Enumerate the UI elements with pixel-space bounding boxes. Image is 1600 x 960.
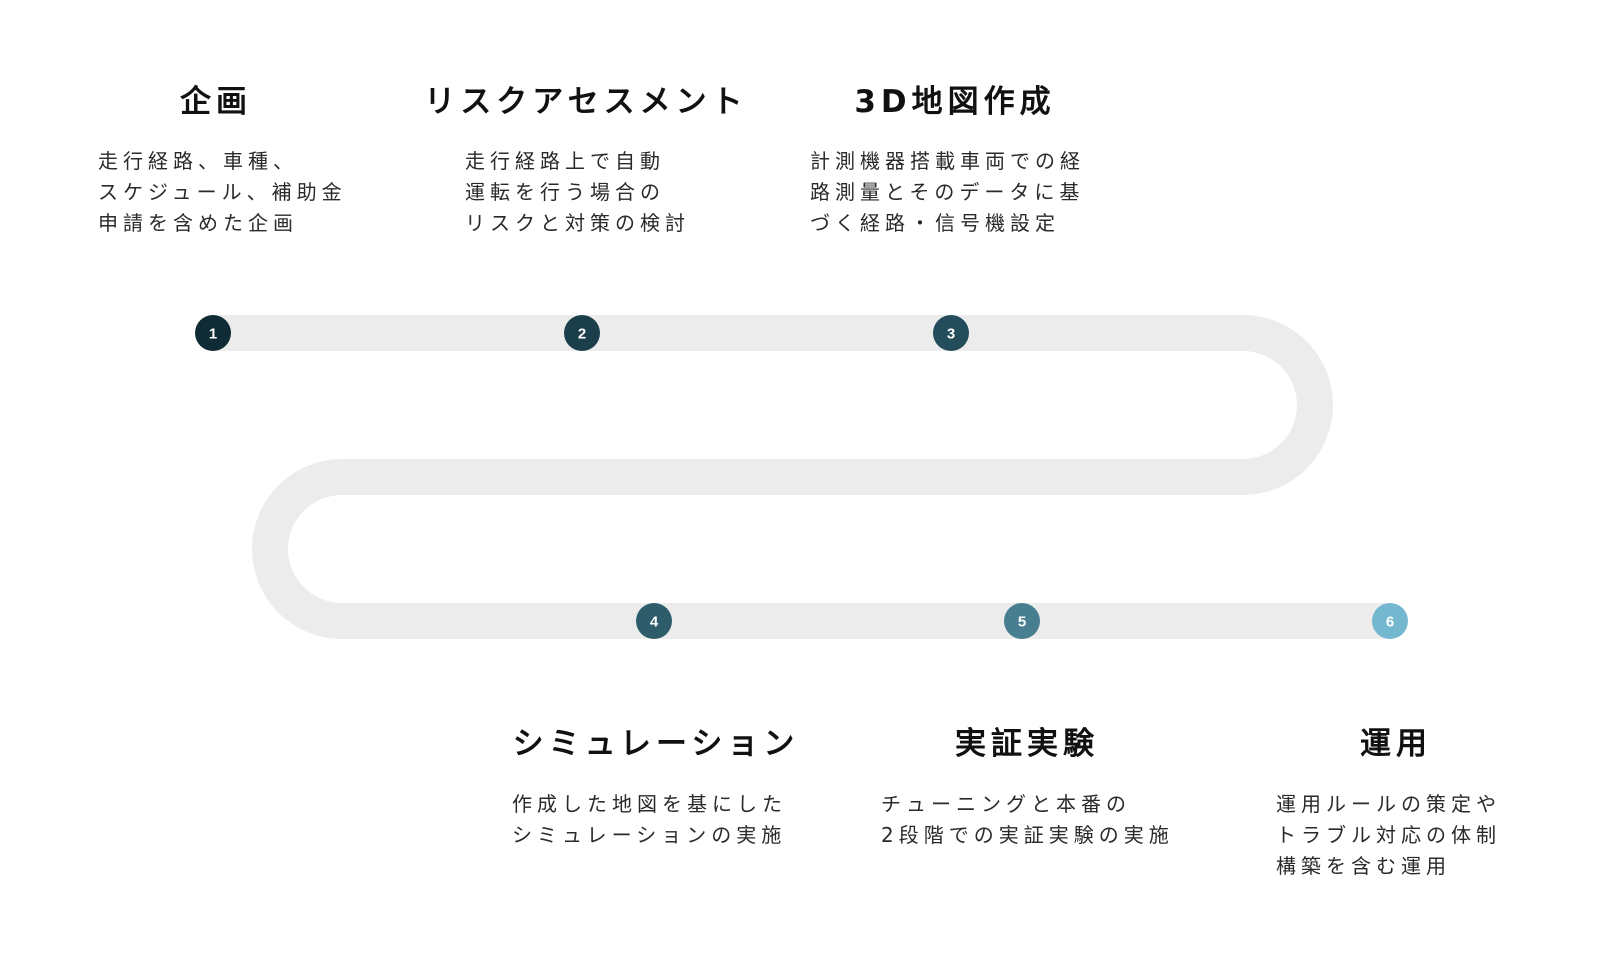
step-6-description: 運用ルールの策定や トラブル対応の体制 構築を含む運用	[1276, 789, 1501, 882]
step-4-title: シミュレーション	[512, 726, 800, 762]
step-node-4: 4	[636, 603, 672, 639]
step-3-desc-line: 計測機器搭載車両での経	[810, 149, 1085, 173]
step-4-desc-line: シミュレーションの実施	[512, 823, 787, 847]
step-node-3-circle	[933, 315, 969, 351]
step-node-6-circle	[1372, 603, 1408, 639]
step-5-description: チューニングと本番の 2段階での実証実験の実施	[881, 789, 1174, 851]
step-6-desc-line: 運用ルールの策定や	[1276, 792, 1501, 816]
step-node-5-circle	[1004, 603, 1040, 639]
step-2-desc-line: 運転を行う場合の	[465, 180, 665, 204]
winding-road	[195, 315, 1406, 639]
step-number-4: 4	[650, 614, 659, 631]
step-2-description: 走行経路上で自動 運転を行う場合の リスクと対策の検討	[465, 146, 690, 239]
step-node-1: 1	[195, 315, 231, 351]
step-number-3: 3	[947, 326, 955, 343]
step-5-desc-line: チューニングと本番の	[881, 792, 1131, 816]
step-3-title: 3D地図作成	[854, 84, 1056, 120]
step-2-desc-line: 走行経路上で自動	[465, 149, 665, 173]
step-2-title: リスクアセスメント	[424, 84, 748, 120]
step-3-desc-line: づく経路・信号機設定	[810, 211, 1060, 235]
step-1-desc-line: 申請を含めた企画	[98, 211, 298, 235]
step-node-6: 6	[1372, 603, 1408, 639]
step-node-4-circle	[636, 603, 672, 639]
step-1-desc-line: スケジュール、補助金	[98, 180, 347, 204]
step-node-3: 3	[933, 315, 969, 351]
step-5-title: 実証実験	[955, 726, 1099, 762]
step-1-desc-line: 走行経路、車種、	[98, 149, 298, 173]
step-2-desc-line: リスクと対策の検討	[465, 211, 690, 235]
step-1-description: 走行経路、車種、 スケジュール、補助金 申請を含めた企画	[98, 146, 347, 239]
step-node-5: 5	[1004, 603, 1040, 639]
step-number-6: 6	[1386, 614, 1394, 631]
step-3-description: 計測機器搭載車両での経 路測量とそのデータに基 づく経路・信号機設定	[810, 146, 1085, 239]
step-4-desc-line: 作成した地図を基にした	[512, 792, 787, 816]
step-node-1-circle	[195, 315, 231, 351]
step-node-2-circle	[564, 315, 600, 351]
step-number-5: 5	[1018, 614, 1026, 631]
step-number-2: 2	[578, 326, 586, 343]
step-6-desc-line: 構築を含む運用	[1276, 854, 1451, 878]
step-4-description: 作成した地図を基にした シミュレーションの実施	[512, 789, 787, 851]
step-6-title: 運用	[1360, 726, 1432, 762]
step-6-desc-line: トラブル対応の体制	[1276, 823, 1501, 847]
step-number-1: 1	[209, 326, 217, 343]
step-5-desc-line: 2段階での実証実験の実施	[881, 823, 1174, 847]
step-3-desc-line: 路測量とそのデータに基	[810, 180, 1085, 204]
step-1-title: 企画	[180, 84, 252, 120]
step-node-2: 2	[564, 315, 600, 351]
